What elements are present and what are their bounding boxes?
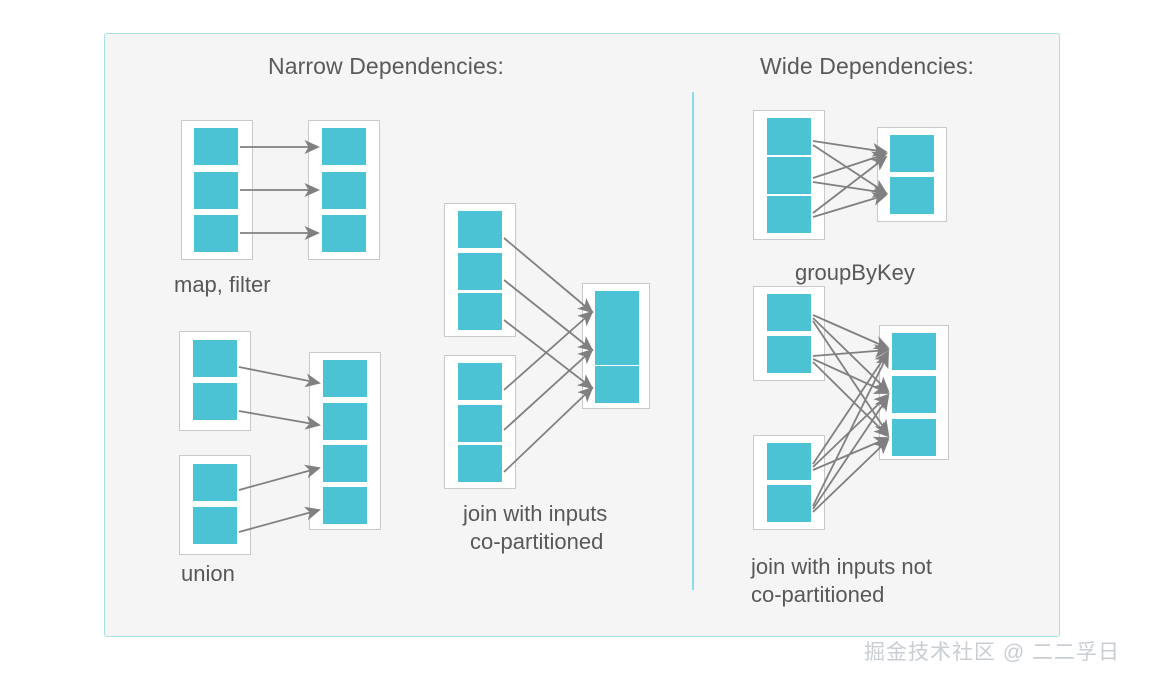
partition [595,291,639,328]
partition [458,363,502,400]
partition [323,360,367,397]
partition [595,328,639,365]
partition [322,215,366,252]
partition [323,445,367,482]
partition [193,507,237,544]
caption-join-not-copartitioned-line2: co-partitioned [751,582,885,607]
partition [458,211,502,248]
partition [194,128,238,165]
heading-narrow-dependencies: Narrow Dependencies: [268,53,504,79]
partition [193,383,237,420]
partition [323,403,367,440]
partition [892,419,936,456]
partition [458,405,502,442]
caption-join-copartitioned-line2: co-partitioned [470,529,604,554]
partition [458,293,502,330]
partition [767,443,811,480]
partition [767,157,811,194]
partition [767,118,811,155]
caption-join-copartitioned-line1: join with inputs [463,501,608,526]
partition [892,376,936,413]
partition [193,464,237,501]
watermark: 掘金技术社区 @ 二二孚日 [864,641,1120,664]
partition [194,172,238,209]
partition [322,172,366,209]
partition [595,366,639,403]
partition [458,253,502,290]
section-divider [692,92,694,590]
partition [890,177,934,214]
partition [322,128,366,165]
caption-union: union [181,561,235,586]
partition [767,485,811,522]
caption-map-filter: map, filter [174,272,271,297]
partition [767,196,811,233]
partition [193,340,237,377]
partition [890,135,934,172]
partition [767,294,811,331]
partition [458,445,502,482]
caption-groupbykey: groupByKey [795,260,915,285]
partition [892,333,936,370]
partition [194,215,238,252]
partition [323,487,367,524]
heading-wide-dependencies: Wide Dependencies: [760,53,975,79]
partition [767,336,811,373]
caption-join-not-copartitioned-line1: join with inputs not [751,554,932,579]
